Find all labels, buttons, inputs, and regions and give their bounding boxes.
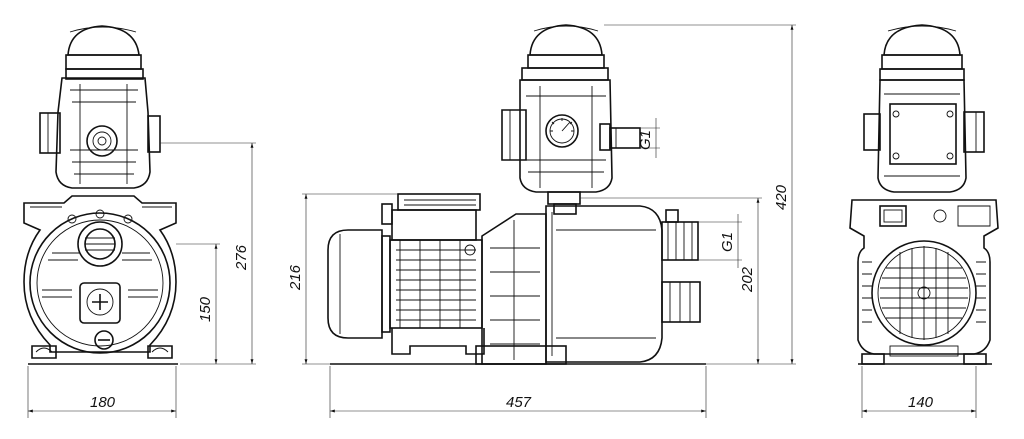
- dim-side-switch-thread: G1: [637, 130, 654, 150]
- side-switch: [501, 24, 641, 215]
- dim-side-length: 457: [506, 394, 532, 411]
- dim-rear-width: 140: [908, 394, 934, 411]
- side-motor: [327, 193, 706, 365]
- side-view: 457 216 420 202 G1 G1: [287, 24, 796, 418]
- dim-side-outlet-height: 202: [739, 266, 756, 293]
- rear-dimensions: 140: [861, 366, 977, 418]
- dim-side-base-height: 216: [287, 264, 304, 291]
- front-switch-body: [39, 68, 161, 189]
- rear-view: 140: [849, 24, 999, 418]
- front-pump-casing: [23, 195, 178, 365]
- side-pump-body: [475, 205, 701, 365]
- dim-front-height-total: 276: [233, 244, 250, 271]
- dim-side-total-height: 420: [773, 184, 790, 210]
- rear-housing: [849, 199, 999, 365]
- dim-front-width: 180: [90, 394, 116, 411]
- front-view: 180 276 150: [23, 25, 256, 418]
- dim-front-axis-height: 150: [197, 296, 214, 322]
- front-dimensions: 180 276 150: [27, 142, 256, 418]
- side-dimensions: 457 216 420 202 G1 G1: [287, 24, 796, 418]
- front-switch-cap: [65, 25, 142, 70]
- dim-side-outlet-thread: G1: [719, 232, 736, 252]
- rear-switch: [863, 24, 985, 193]
